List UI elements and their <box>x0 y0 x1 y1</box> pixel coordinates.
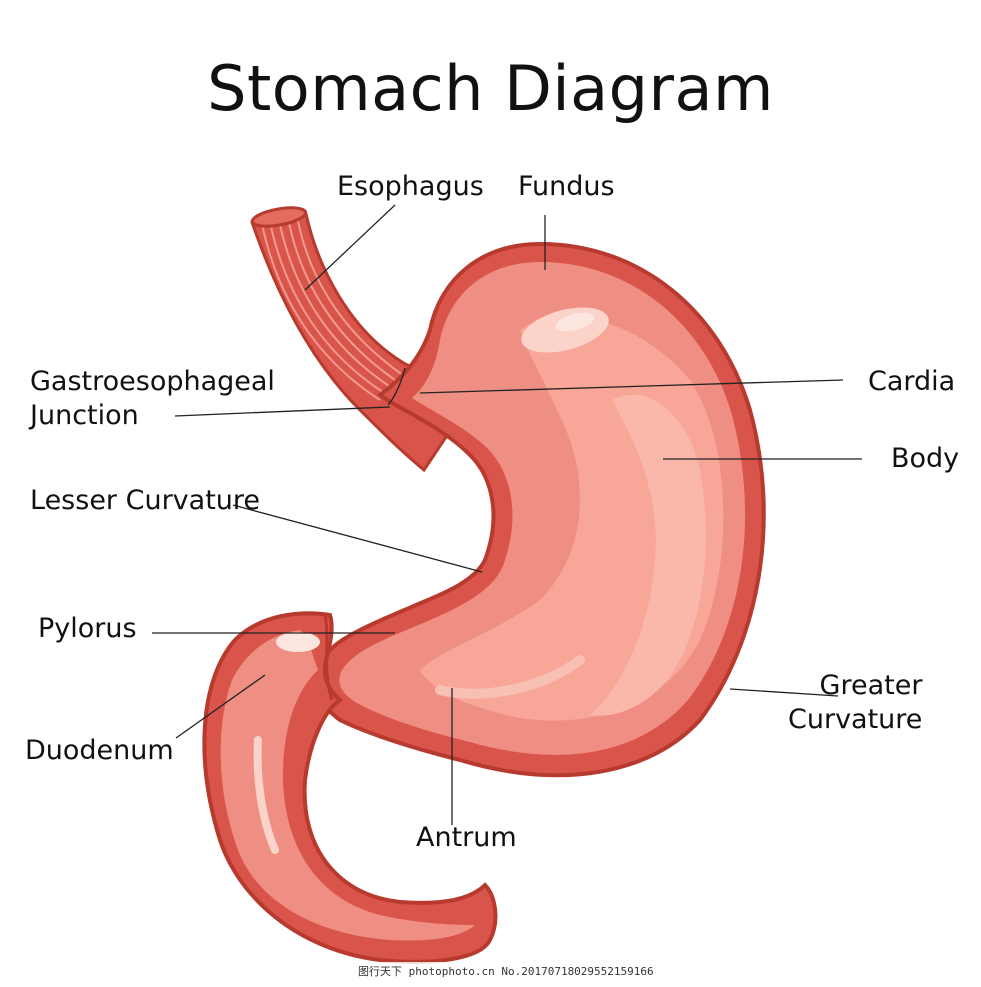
leader-gastroesophageal <box>174 406 391 417</box>
stomach-shape <box>311 241 766 778</box>
leader-lines <box>152 204 862 825</box>
label-antrum: Antrum <box>416 822 517 853</box>
label-duodenum: Duodenum <box>25 735 174 766</box>
esophagus-shape <box>250 206 455 473</box>
leader-cardia <box>419 379 844 394</box>
label-greater-line2: Curvature <box>788 703 923 735</box>
label-lesser-curvature: Lesser Curvature <box>30 485 261 516</box>
label-gastroesophageal-junction: Gastroesophageal Junction <box>30 365 275 433</box>
leader-greater-curvature <box>729 688 839 697</box>
leader-duodenum <box>175 674 266 739</box>
watermark: 图行天下 photophoto.cn No.201707180295521591… <box>355 962 657 980</box>
leader-gastroesophageal-arc <box>387 367 406 406</box>
duodenum-shape <box>202 611 498 964</box>
label-gastroesophageal-line2: Junction <box>30 399 139 431</box>
label-gastroesophageal-line1: Gastroesophageal <box>30 366 275 397</box>
leader-lesser-curvature <box>232 504 483 573</box>
diagram-title: Stomach Diagram <box>207 52 774 125</box>
label-cardia: Cardia <box>868 366 956 397</box>
label-pylorus: Pylorus <box>38 613 137 644</box>
label-fundus: Fundus <box>518 171 615 202</box>
label-greater-line1: Greater <box>819 670 923 701</box>
leader-esophagus <box>304 204 396 291</box>
label-greater-curvature: Greater Curvature <box>788 669 922 737</box>
label-esophagus: Esophagus <box>337 171 484 202</box>
label-body: Body <box>891 443 960 474</box>
